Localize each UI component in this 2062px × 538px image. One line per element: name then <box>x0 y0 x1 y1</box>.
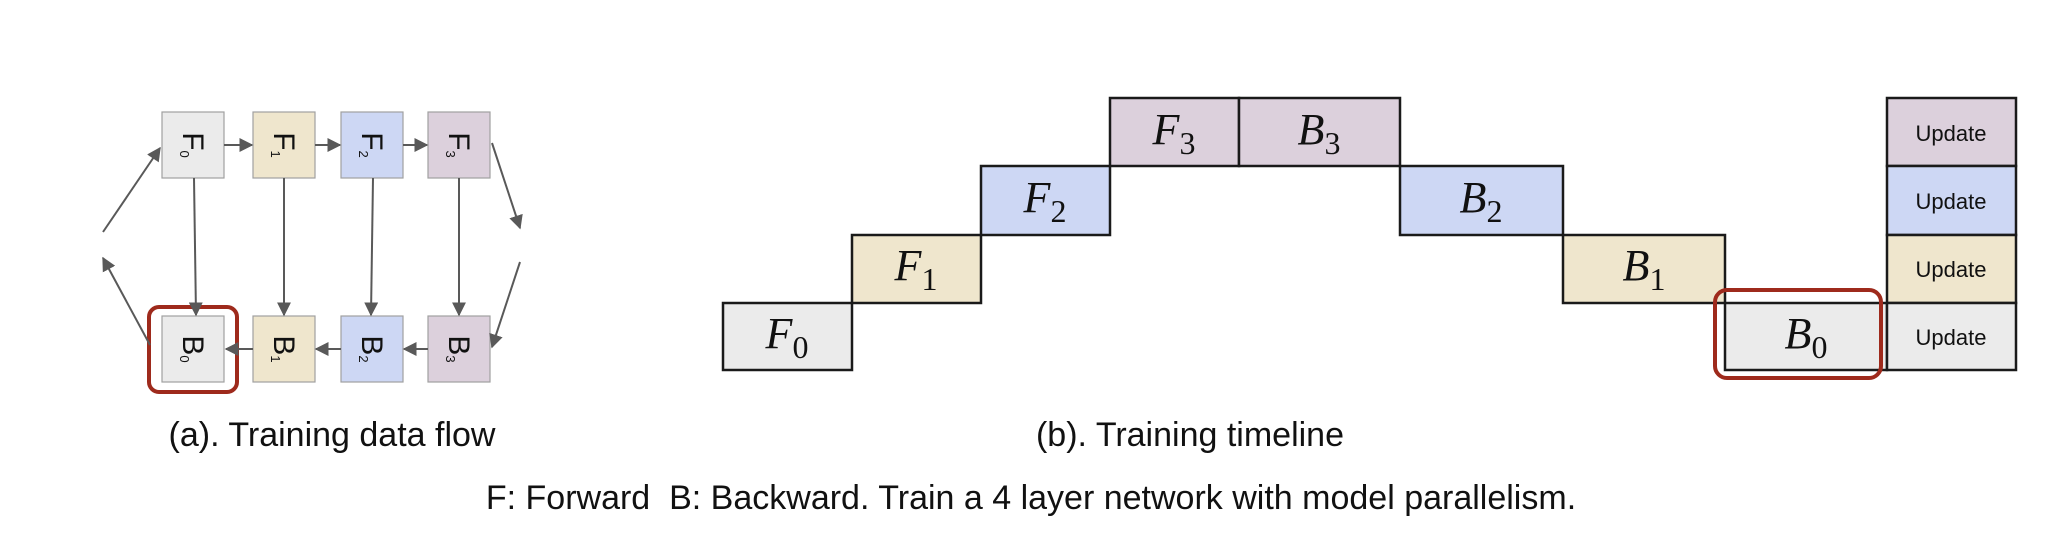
svg-text:Update: Update <box>1916 121 1987 146</box>
flow-node-f2: F2 <box>340 111 404 179</box>
svg-text:Update: Update <box>1916 325 1987 350</box>
svg-text:Update: Update <box>1916 257 1987 282</box>
panel-b-timeline: F0 F1 F2 F3 B3 <box>721 96 2018 454</box>
svg-text:B3: B3 <box>443 335 476 362</box>
panel-a-data-flow: F0 F1 F2 F3 B0 <box>102 111 523 454</box>
svg-text:F2: F2 <box>356 132 389 158</box>
svg-text:B1: B1 <box>1623 241 1666 297</box>
update-block-layer2: Update <box>1885 164 2018 237</box>
arrow-loop-left-top <box>102 146 161 233</box>
svg-text:B1: B1 <box>268 335 301 362</box>
flow-node-f3: F3 <box>427 111 491 179</box>
timeline-block-f3: F3 <box>1108 96 1241 168</box>
svg-text:B2: B2 <box>356 335 389 362</box>
svg-text:F1: F1 <box>268 132 301 158</box>
arrow-f0-b0 <box>188 177 203 317</box>
svg-text:B0: B0 <box>1785 309 1828 365</box>
timeline-block-f2: F2 <box>979 164 1112 237</box>
flow-node-f1: F1 <box>252 111 316 179</box>
arrow-f2-b2 <box>364 177 379 317</box>
arrow-loop-right-bottom <box>489 261 521 349</box>
svg-text:B3: B3 <box>1298 105 1341 161</box>
timeline-block-b3: B3 <box>1237 96 1402 168</box>
timeline-block-f1: F1 <box>850 233 983 305</box>
panel-b-caption: (b). Training timeline <box>1036 416 1344 454</box>
svg-text:Update: Update <box>1916 189 1987 214</box>
svg-text:F0: F0 <box>765 309 809 365</box>
svg-text:F1: F1 <box>894 241 938 297</box>
timeline-block-f0: F0 <box>721 301 854 372</box>
panel-a-caption: (a). Training data flow <box>169 416 496 454</box>
svg-text:F2: F2 <box>1023 173 1067 229</box>
arrow-loop-left-bottom <box>102 256 151 346</box>
svg-text:B0: B0 <box>177 335 210 362</box>
timeline-block-b0: B0 <box>1723 301 1889 372</box>
flow-node-b3: B3 <box>427 315 491 383</box>
timeline-b0-highlight <box>1713 288 1883 380</box>
flow-node-f0: F0 <box>161 111 225 179</box>
timeline-block-b1: B1 <box>1561 233 1727 305</box>
arrow-loop-right-top <box>491 142 523 230</box>
svg-text:F0: F0 <box>177 132 210 158</box>
update-block-layer1: Update <box>1885 233 2018 305</box>
timeline-block-b2: B2 <box>1398 164 1565 237</box>
svg-text:B2: B2 <box>1460 173 1503 229</box>
flow-node-b2: B2 <box>340 315 404 383</box>
figure-footer-caption: F: Forward B: Backward. Train a 4 layer … <box>486 479 1576 517</box>
update-block-layer0: Update <box>1885 301 2018 372</box>
svg-text:F3: F3 <box>1152 105 1196 161</box>
flow-node-b0: B0 <box>161 315 225 383</box>
svg-text:F3: F3 <box>443 132 476 158</box>
update-block-layer3: Update <box>1885 96 2018 168</box>
flow-node-b1: B1 <box>252 315 316 383</box>
